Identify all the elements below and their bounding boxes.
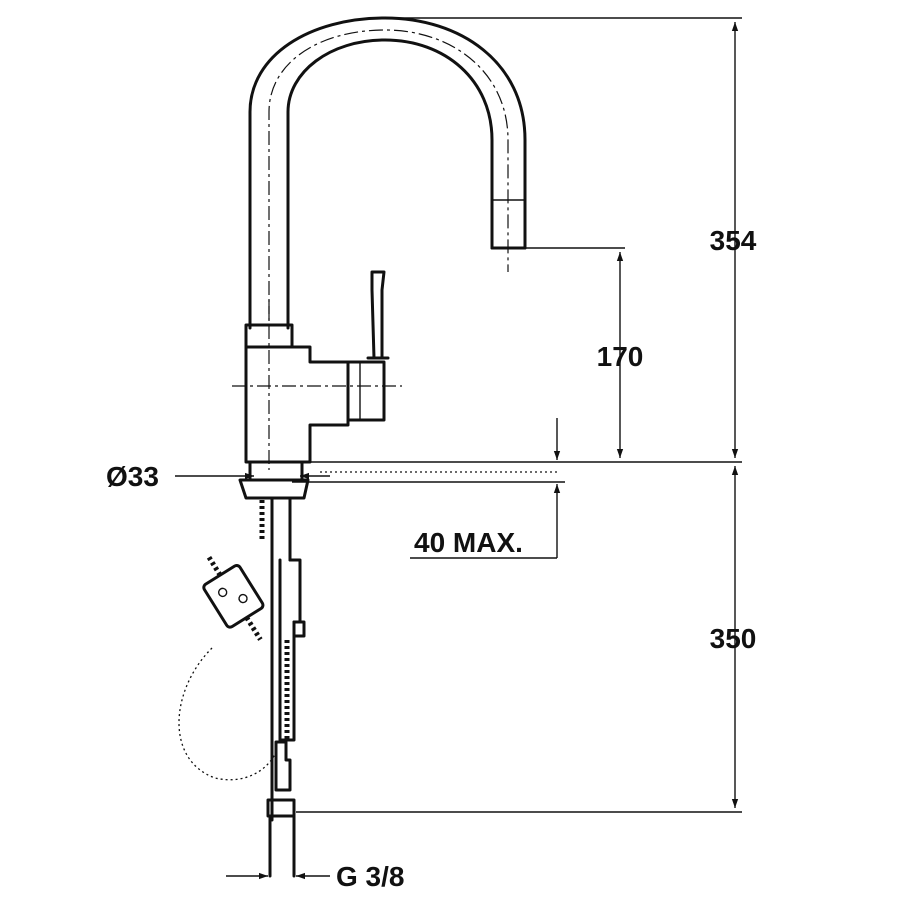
tap-body — [244, 345, 350, 464]
supply-pipe — [268, 814, 296, 878]
deck-surface — [292, 461, 625, 483]
label-total-height: 354 — [710, 225, 757, 256]
flexible-hose-loop — [178, 647, 277, 781]
counterweight-tube — [278, 558, 302, 742]
supply-nut — [266, 798, 296, 818]
fixing-nut — [238, 478, 310, 500]
deck-gasket — [248, 460, 304, 482]
lever-stick — [370, 270, 386, 360]
label-hose-length: 350 — [710, 623, 757, 654]
dimension-lines — [175, 17, 742, 880]
counterweight-clamp — [292, 620, 306, 638]
label-connection: G 3/8 — [336, 861, 404, 892]
lower-connector — [274, 740, 292, 792]
faucet-outline — [178, 16, 527, 878]
label-deck-thickness: 40 MAX. — [414, 527, 523, 558]
lever-handle — [346, 360, 386, 422]
spout-inner-wall — [286, 38, 494, 330]
hose-connector — [202, 555, 265, 641]
label-mounting-hole: Ø33 — [106, 461, 159, 492]
spout-centre-line — [268, 29, 509, 320]
spout-outer-wall — [248, 16, 527, 330]
label-spout-height: 170 — [597, 341, 644, 372]
